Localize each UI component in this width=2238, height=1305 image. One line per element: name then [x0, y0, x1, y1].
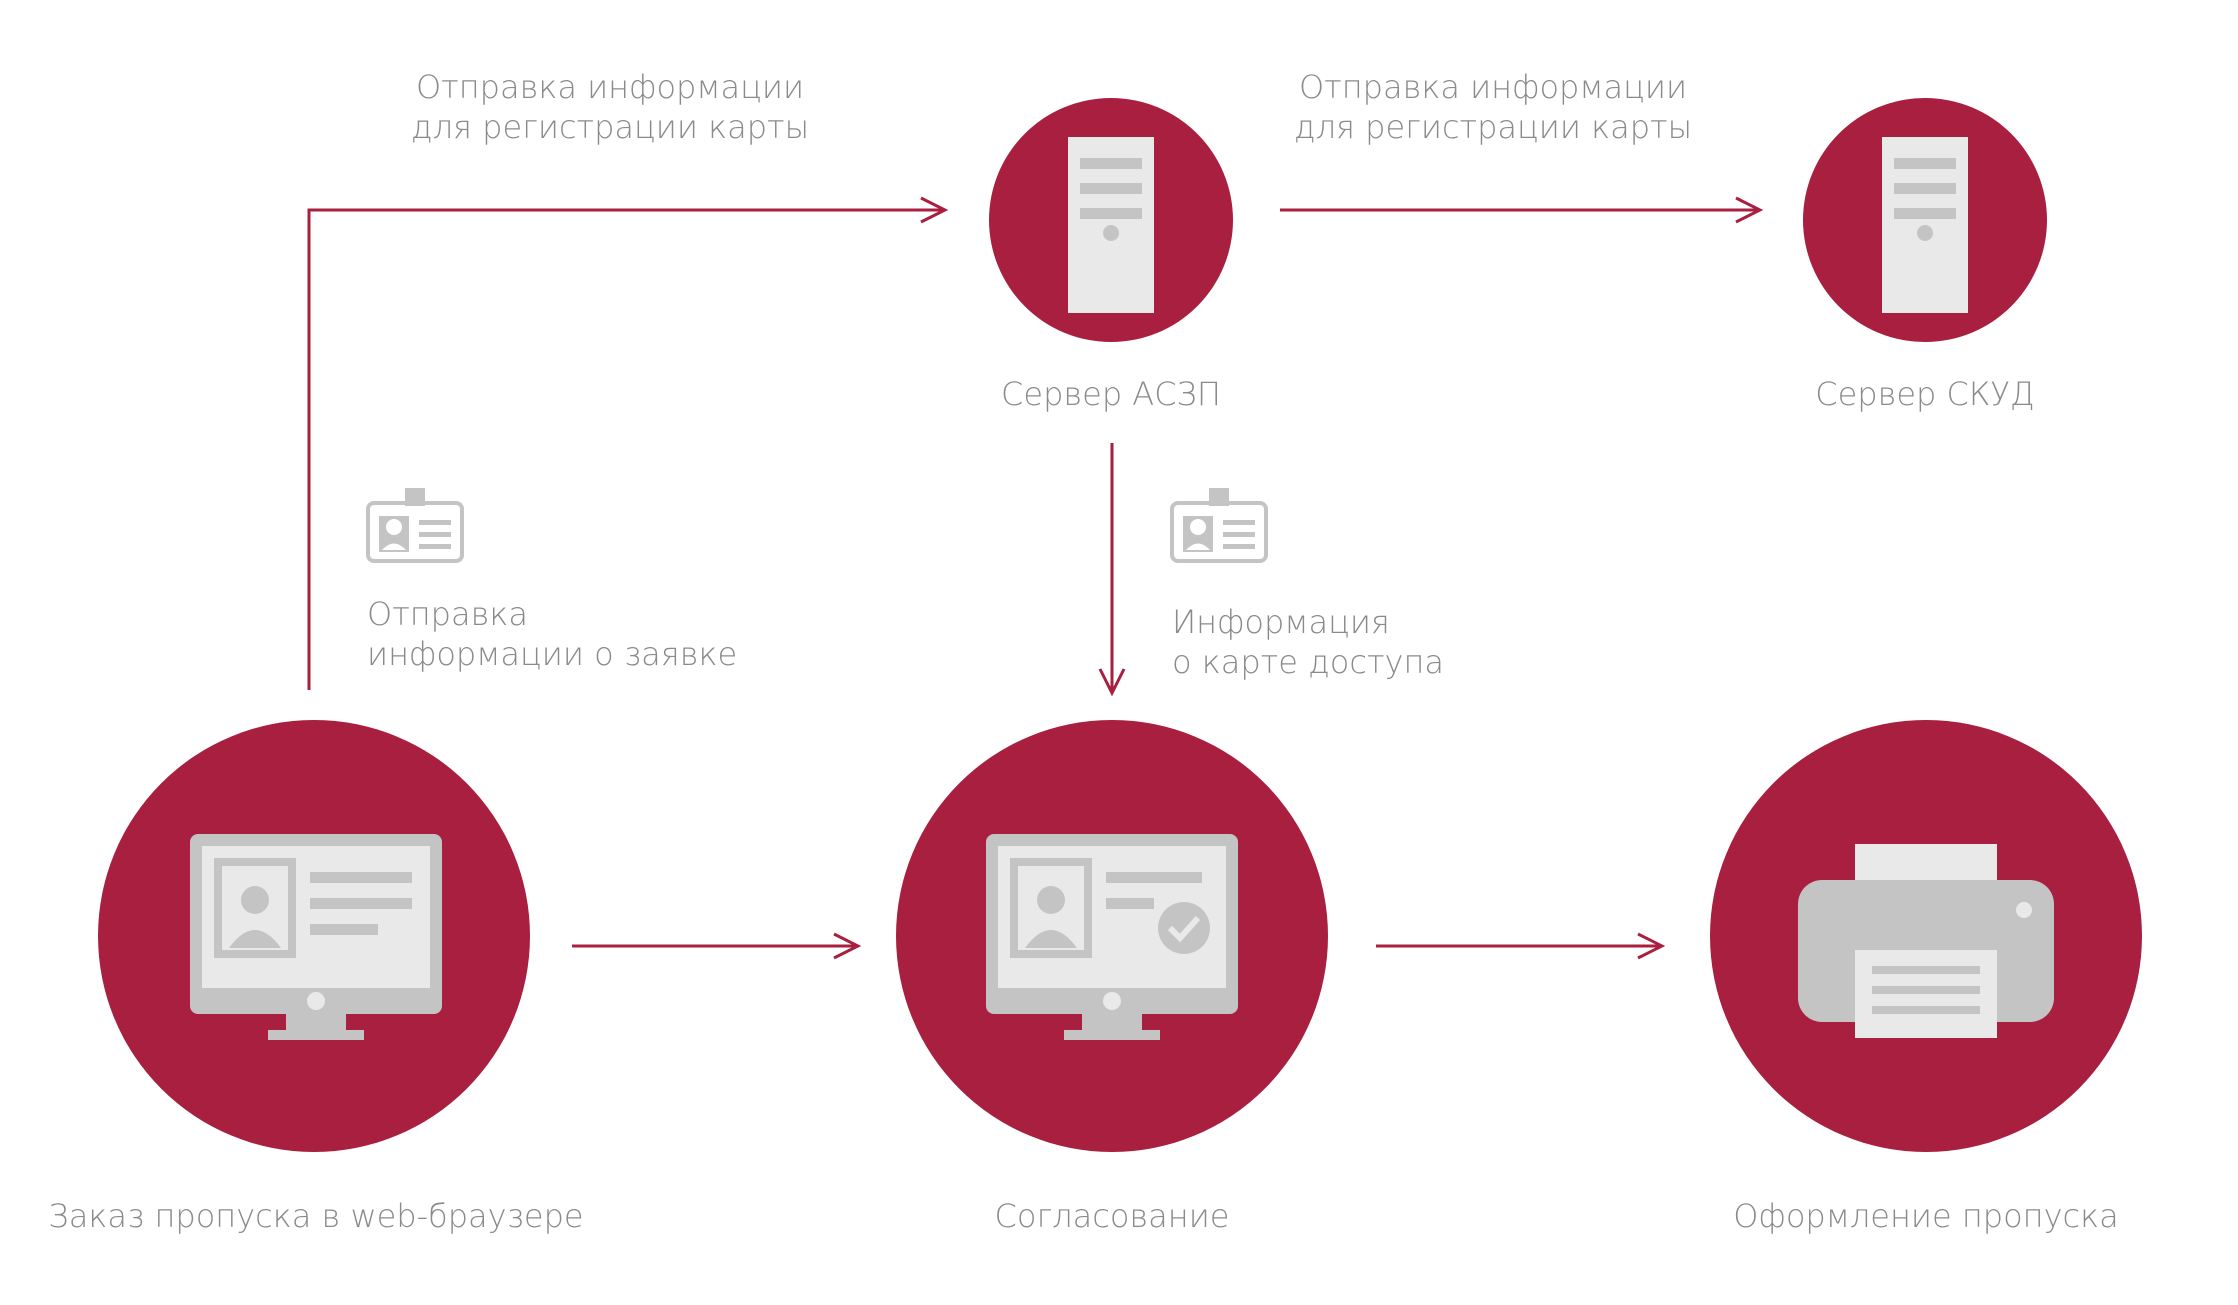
edge-label-aszp-to-approval: Информация о карте доступа: [1170, 486, 1444, 681]
server-icon: [1068, 137, 1154, 313]
edge-label-line: для регистрации карты: [411, 108, 809, 146]
edge-label-line: Отправка информации: [416, 68, 804, 106]
edge-label-order-to-aszp: Отправка информации для регистрации карт…: [411, 68, 809, 146]
node-label-server-skud: Сервер СКУД: [1815, 375, 2035, 413]
monitor-checkmark-icon: [986, 834, 1238, 1040]
node-label-order: Заказ пропуска в web-браузере: [48, 1197, 583, 1235]
edge-label-line: для регистрации карты: [1294, 108, 1692, 146]
arrow-order-to-aszp: [307, 210, 945, 690]
printer-icon: [1798, 844, 2054, 1038]
edge-label-line: о карте доступа: [1172, 643, 1444, 681]
edge-label-order-request: Отправка информации о заявке: [366, 486, 737, 673]
id-badge-icon: [366, 486, 464, 563]
edge-label-line: Отправка: [367, 595, 528, 633]
node-order: Заказ пропуска в web-браузере: [48, 720, 584, 1235]
node-label-issue: Оформление пропуска: [1733, 1197, 2118, 1235]
node-label-server-aszp: Сервер АСЗП: [1001, 375, 1221, 413]
node-issue: Оформление пропуска: [1710, 720, 2142, 1235]
id-badge-icon: [1170, 486, 1268, 563]
node-server-skud: Сервер СКУД: [1803, 98, 2047, 413]
monitor-id-card-icon: [190, 834, 442, 1040]
node-approval: Согласование: [896, 720, 1328, 1235]
edge-label-line: информации о заявке: [367, 635, 737, 673]
edge-label-line: Отправка информации: [1299, 68, 1687, 106]
node-label-approval: Согласование: [995, 1197, 1230, 1235]
server-icon: [1882, 137, 1968, 313]
node-server-aszp: Сервер АСЗП: [989, 98, 1233, 413]
connectors: [307, 210, 1760, 946]
edge-label-line: Информация: [1172, 603, 1390, 641]
edge-label-aszp-to-skud: Отправка информации для регистрации карт…: [1294, 68, 1692, 146]
